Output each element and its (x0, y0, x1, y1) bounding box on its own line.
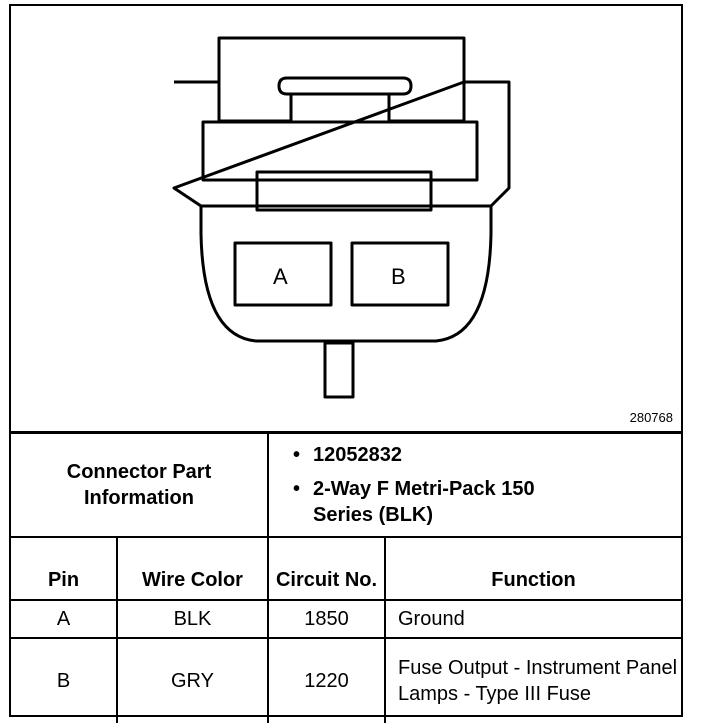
table-header-row: Pin Wire Color Circuit No. Function (11, 536, 681, 601)
header-pin: Pin (11, 536, 118, 601)
figure-number: 280768 (629, 410, 673, 425)
connector-drawing (172, 36, 511, 399)
pin-cavity-b (350, 241, 450, 307)
header-function: Function (384, 536, 681, 601)
cell-wire-color: GRY (116, 637, 269, 723)
connector-housing (172, 80, 511, 343)
cell-wire-color: BLK (116, 599, 269, 639)
latch-slot (277, 76, 413, 96)
header-wire-color: Wire Color (116, 536, 269, 601)
connector-diagram: A B 280768 (11, 6, 681, 433)
cell-pin: A (11, 599, 118, 639)
table-row: A BLK 1850 Ground (11, 599, 681, 639)
connector-type: 2-Way F Metri-Pack 150 Series (BLK) (293, 476, 553, 528)
header-circuit-no: Circuit No. (267, 536, 386, 601)
wire-exit-tab (323, 341, 355, 399)
cell-circuit-no: 1220 (267, 637, 386, 723)
pinout-table: Connector Part Information 12052832 2-Wa… (11, 432, 681, 723)
cell-circuit-no: 1850 (267, 599, 386, 639)
housing-inner-rect (201, 120, 479, 182)
pin-label-a: A (273, 264, 288, 289)
connector-sheet: A B 280768 Connector Part Information 12… (9, 4, 683, 723)
housing-middle-panel (255, 170, 433, 212)
connector-info-label: Connector Part Information (11, 432, 269, 538)
pin-cavity-a (233, 241, 333, 307)
pin-label-b: B (391, 264, 406, 289)
connector-part-number: 12052832 (293, 442, 681, 468)
cell-pin: B (11, 637, 118, 723)
cell-function: Ground (384, 599, 681, 639)
connector-info-row: Connector Part Information 12052832 2-Wa… (11, 432, 681, 538)
cell-function: Fuse Output - Instrument Panel Lamps - T… (384, 637, 681, 723)
connector-info-list: 12052832 2-Way F Metri-Pack 150 Series (… (267, 432, 681, 538)
table-row: B GRY 1220 Fuse Output - Instrument Pane… (11, 637, 681, 723)
